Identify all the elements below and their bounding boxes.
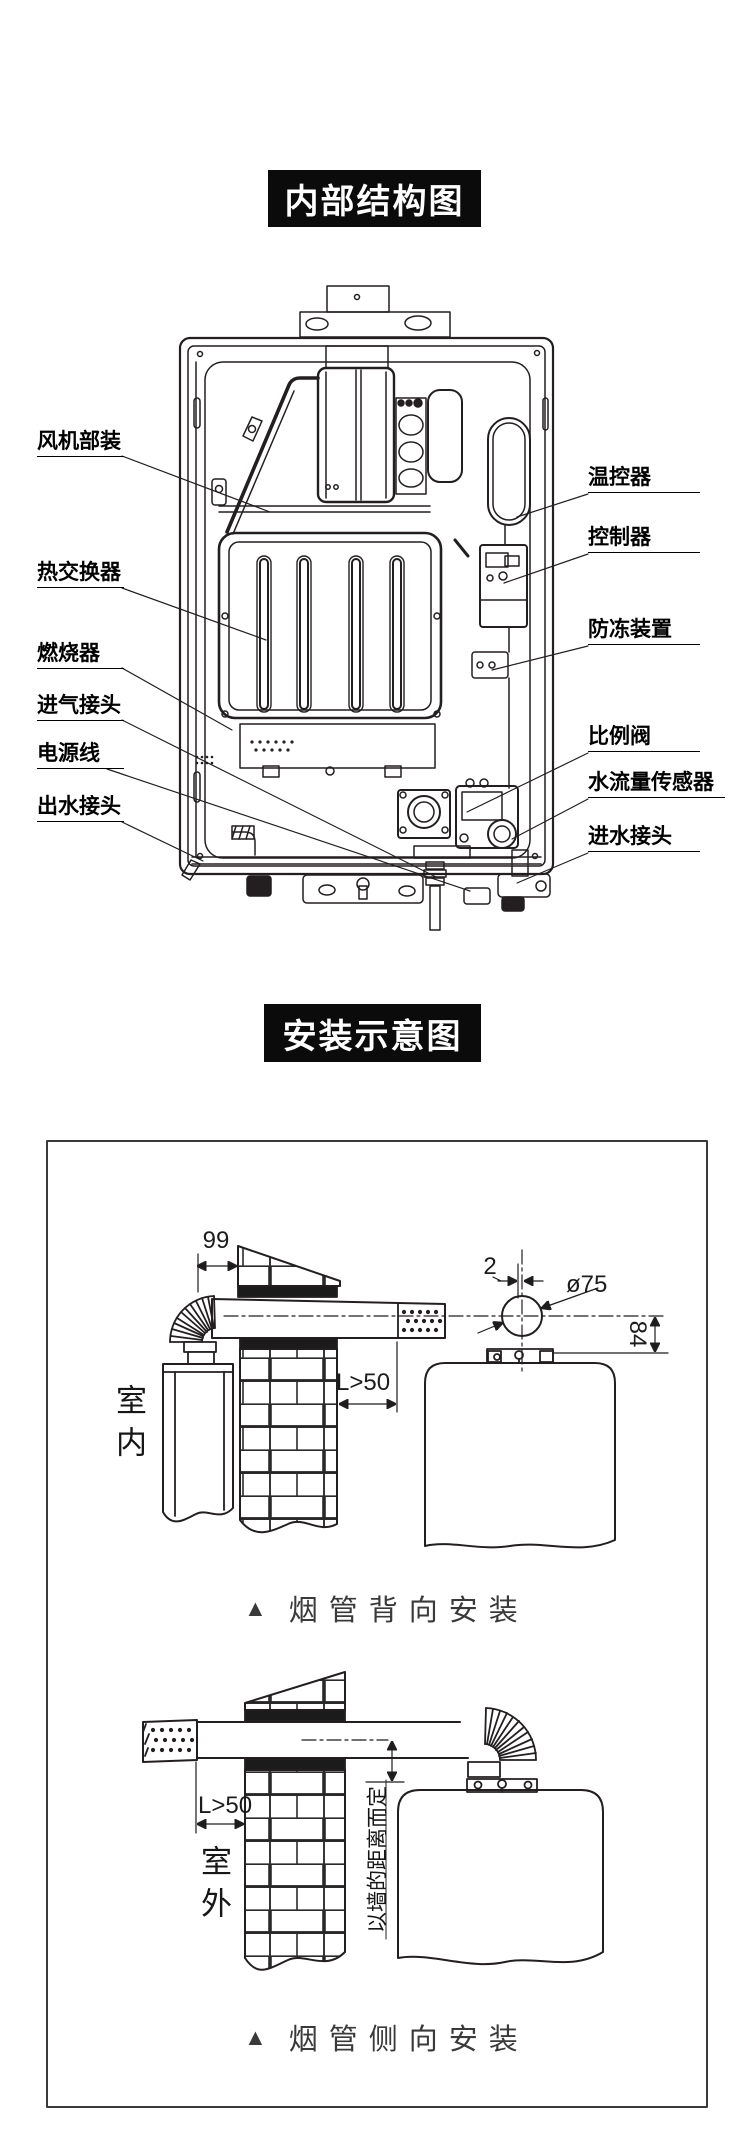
label-thermostat: 温控器 xyxy=(588,467,700,493)
power-cord xyxy=(181,859,491,905)
heater-side-view xyxy=(162,1363,234,1523)
internal-structure-diagram xyxy=(106,285,589,931)
heater-front-view xyxy=(424,1348,616,1549)
flue-elbow xyxy=(169,1295,217,1365)
heater-case xyxy=(178,336,555,876)
heat-exchanger xyxy=(217,531,443,720)
room-label-indoor: 室内 xyxy=(111,1384,146,1468)
label-heat-exchanger: 热交换器 xyxy=(37,562,124,588)
label-water-inlet: 进水接头 xyxy=(588,826,700,852)
flue-collar xyxy=(299,285,451,338)
dim-l50-side: L>50 xyxy=(198,1792,252,1819)
water-inlet-fitting xyxy=(497,849,551,912)
caption-side-install: ▲ 烟管侧向安装 xyxy=(244,2016,529,2058)
installation-diagram: 99 2 ø75 84 L>50 xyxy=(46,1140,708,2108)
dims-side xyxy=(195,1739,405,1834)
wall-distance-note: 以墙的距离而定 xyxy=(361,1779,390,1940)
dim-l50-back: L>50 xyxy=(336,1369,390,1396)
pipe-end-grille-side xyxy=(142,1719,198,1763)
label-antifreeze: 防冻装置 xyxy=(588,619,700,645)
fan-assembly xyxy=(211,345,470,558)
caption-back-install-text: 烟管背向安装 xyxy=(288,1595,529,1627)
dim-99: 99 xyxy=(203,1227,230,1254)
room-label-outdoor: 室外 xyxy=(196,1845,231,1929)
back-install-drawing: 99 2 ø75 84 L>50 xyxy=(162,1227,669,1549)
water-flow-sensor xyxy=(413,778,519,859)
antifreeze-device xyxy=(471,627,510,789)
water-outlet-fitting xyxy=(231,825,272,897)
dims-back xyxy=(198,1253,669,1413)
label-burner: 燃烧器 xyxy=(37,643,124,669)
mounting-plate xyxy=(302,874,424,904)
proportional-valve xyxy=(397,789,451,839)
dim-dia75: ø75 xyxy=(566,1271,607,1298)
label-water-flow-sensor: 水流量传感器 xyxy=(588,772,725,798)
side-install-drawing: L>50 xyxy=(142,1671,604,1971)
label-water-outlet: 出水接头 xyxy=(37,796,124,822)
heater-front-view-side xyxy=(397,1778,604,1966)
triangle-marker-icon: ▲ xyxy=(244,2023,267,2050)
flue-hole xyxy=(501,1295,543,1337)
installation-title: 安装示意图 xyxy=(264,1004,481,1062)
label-controller: 控制器 xyxy=(588,527,700,553)
triangle-marker-icon: ▲ xyxy=(244,1594,267,1621)
caption-side-install-text: 烟管侧向安装 xyxy=(288,2024,529,2056)
label-power-cord: 电源线 xyxy=(37,743,124,769)
leader-lines xyxy=(106,455,589,892)
burner xyxy=(195,723,436,778)
flue-elbow-side xyxy=(467,1707,537,1778)
install-frame xyxy=(46,1140,708,2108)
label-gas-inlet: 进气接头 xyxy=(37,695,124,721)
controller xyxy=(479,544,528,628)
thermostat xyxy=(487,417,531,546)
case-bottom xyxy=(191,856,542,865)
caption-back-install: ▲ 烟管背向安装 xyxy=(244,1587,529,1629)
label-fan-assembly: 风机部装 xyxy=(37,431,124,457)
internal-structure-title: 内部结构图 xyxy=(268,170,481,227)
dim-2: 2 xyxy=(483,1253,496,1280)
dim-84: 84 xyxy=(624,1321,651,1348)
pipe-end-grille xyxy=(401,1309,443,1333)
label-proportional-valve: 比例阀 xyxy=(588,726,700,752)
